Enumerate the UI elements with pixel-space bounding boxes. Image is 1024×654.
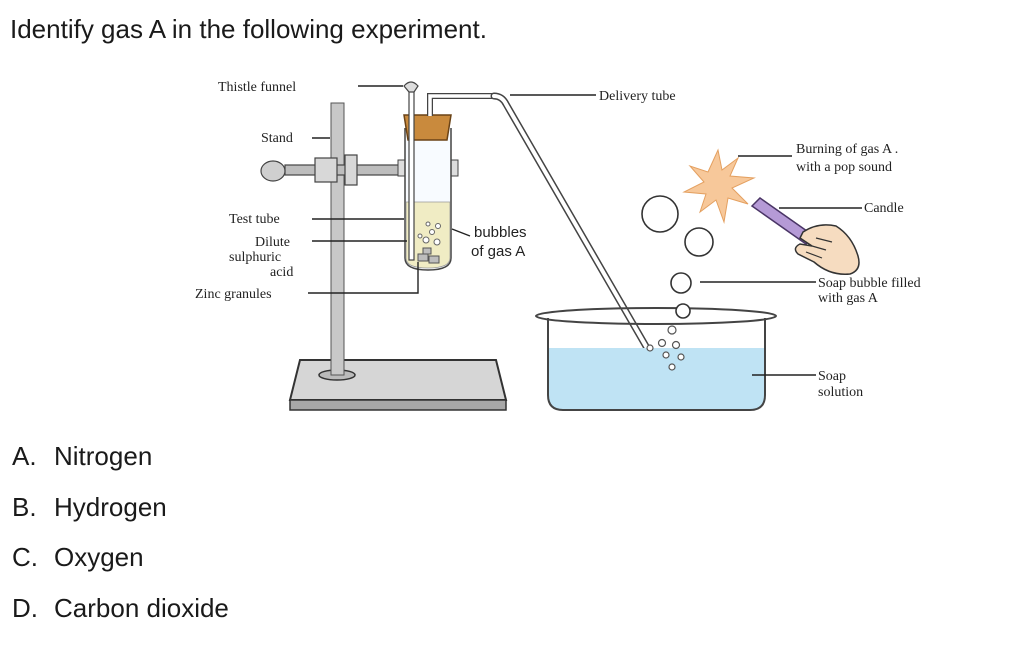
- label-dilute-1: Dilute: [255, 235, 290, 250]
- label-zinc-granules: Zinc granules: [195, 287, 272, 302]
- option-b-text: Hydrogen: [54, 492, 167, 522]
- trough-body: [547, 318, 766, 411]
- label-thistle-funnel: Thistle funnel: [218, 80, 296, 95]
- soap-bubble: [684, 227, 714, 257]
- label-burning-1: Burning of gas A .: [796, 142, 898, 157]
- label-burning-2: with a pop sound: [796, 160, 892, 175]
- hand: [794, 224, 860, 275]
- option-d-letter: D.: [12, 593, 38, 623]
- label-dilute-2: sulphuric: [229, 250, 281, 265]
- thistle-cup: [403, 81, 419, 93]
- option-b-letter: B.: [12, 492, 37, 522]
- label-soap-bubble-1: Soap bubble filled: [818, 276, 921, 291]
- stand-rod: [330, 102, 345, 376]
- cork: [403, 114, 452, 141]
- stand-base-edge: [289, 399, 507, 411]
- hand-finger-lines: [805, 237, 833, 259]
- clamp-jaw: [344, 154, 358, 186]
- option-d-text: Carbon dioxide: [54, 593, 229, 623]
- option-d[interactable]: D. Carbon dioxide: [12, 592, 229, 624]
- soap-solution: [548, 348, 765, 410]
- zinc-granules: [417, 247, 440, 264]
- label-bubbles-1: bubbles: [474, 224, 527, 241]
- tube-bubbles: [417, 221, 441, 246]
- label-test-tube: Test tube: [229, 212, 280, 227]
- label-dilute-3: acid: [270, 265, 293, 280]
- trough-bubbles: [646, 325, 685, 371]
- acid-liquid: [405, 201, 451, 269]
- thistle-stem: [408, 87, 415, 261]
- stand: [260, 102, 508, 411]
- option-a[interactable]: A. Nitrogen: [12, 440, 152, 472]
- clamp-screw: [260, 160, 286, 182]
- question-text: Identify gas A in the following experime…: [10, 14, 487, 44]
- soap-bubbles: [641, 195, 714, 319]
- option-a-text: Nitrogen: [54, 441, 153, 471]
- option-c-text: Oxygen: [54, 542, 144, 572]
- outlet-tube-inner: [428, 94, 497, 116]
- label-soap-bubble-2: with gas A: [818, 291, 879, 306]
- candle-and-hand: [750, 197, 860, 275]
- stand-base: [288, 359, 508, 401]
- option-a-letter: A.: [12, 441, 37, 471]
- label-soap-solution-1: Soap: [818, 369, 846, 384]
- clamp-boss: [314, 157, 338, 183]
- label-delivery-tube: Delivery tube: [599, 89, 676, 104]
- label-stand: Stand: [261, 131, 293, 146]
- label-bubbles-2: of gas A: [471, 243, 525, 260]
- trough: [535, 307, 777, 411]
- flame-burst: [682, 148, 756, 224]
- option-b[interactable]: B. Hydrogen: [12, 491, 167, 523]
- label-candle: Candle: [864, 201, 904, 216]
- soap-bubble: [675, 303, 691, 319]
- leader-lines: [308, 85, 862, 376]
- option-c[interactable]: C. Oxygen: [12, 541, 144, 573]
- soap-bubble: [641, 195, 679, 233]
- trough-rim: [535, 307, 777, 325]
- test-tube-assembly: [397, 81, 497, 271]
- outlet-tube: [427, 93, 497, 116]
- soap-bubble: [670, 272, 692, 294]
- option-c-letter: C.: [12, 542, 38, 572]
- label-soap-solution-2: solution: [818, 385, 863, 400]
